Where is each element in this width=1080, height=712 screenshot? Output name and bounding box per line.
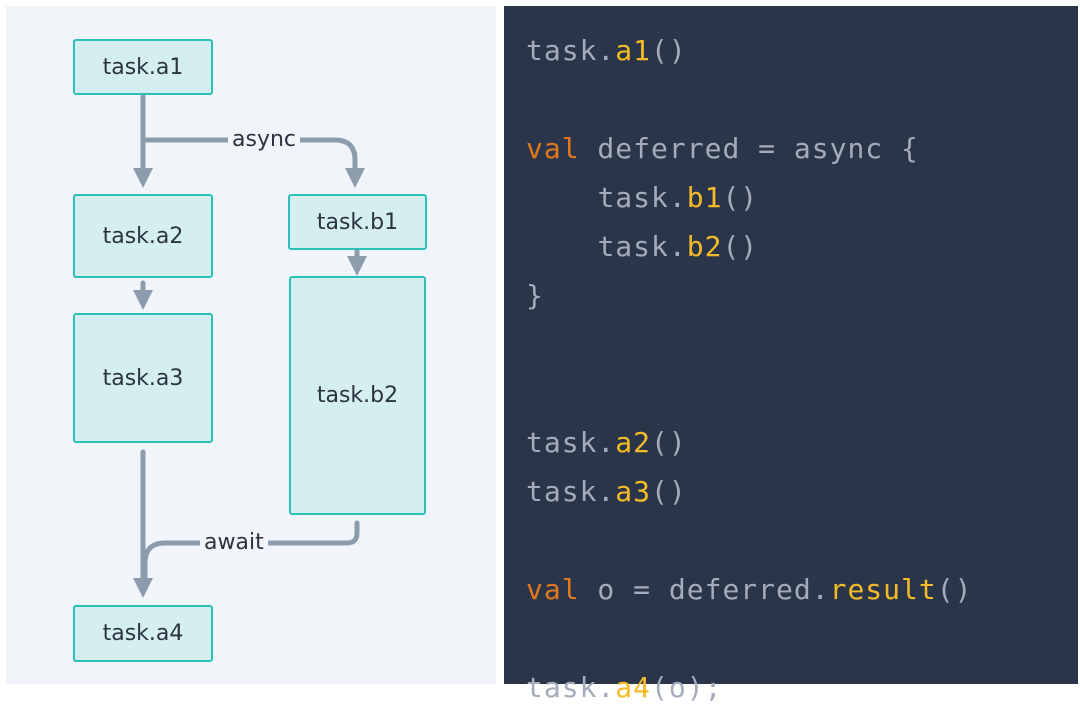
code-token: val [526,132,580,165]
task-a3-box: task.a3 [73,313,213,443]
task-a4-label: task.a4 [102,621,184,646]
arrow-async-branch [140,137,365,188]
code-line-13 [526,614,972,663]
code-token: () [651,34,687,67]
code-token: a2 [615,426,652,459]
code-line-4: task.b1() [526,173,972,222]
code-line-7 [526,320,972,369]
code-token: task. [597,230,687,263]
code-token: task. [526,426,616,459]
task-a4-box: task.a4 [73,605,213,662]
code-line-5: task.b2() [526,222,972,271]
await-label: await [200,530,268,556]
code-token: b1 [686,181,723,214]
code-token: () [722,230,759,263]
code-token: b2 [686,230,723,263]
task-a2-label: task.a2 [102,223,184,249]
code-line-8 [526,369,972,418]
code-line-2 [526,75,972,124]
code-token: a1 [615,34,652,67]
code-token: () [651,475,687,508]
code-token: } [526,279,544,312]
code-line-3: val deferred = async { [526,124,972,173]
code-token: o = deferred. [579,573,830,606]
code-block: task.a1() val deferred = async { task.b1… [526,26,972,712]
code-token: () [651,426,687,459]
code-line-11 [526,516,972,565]
task-b1-box: task.b1 [288,194,427,250]
code-token: deferred = async { [579,132,919,165]
task-b1-label: task.b1 [316,209,399,235]
code-token: result [829,573,937,606]
code-line-9: task.a2() [526,418,972,467]
code-token: task. [597,181,687,214]
code-line-1: task.a1() [526,26,972,75]
code-token [526,230,597,263]
async-label: async [228,127,301,153]
code-token: () [936,573,973,606]
code-token [526,181,597,214]
code-token: val [526,573,580,606]
task-a2-box: task.a2 [73,194,213,278]
code-line-12: val o = deferred.result() [526,565,972,614]
code-token: task. [526,34,616,67]
task-a3-label: task.a3 [102,365,184,391]
task-b2-box: task.b2 [289,276,426,515]
task-a1-box: task.a1 [73,39,213,95]
code-line-10: task.a3() [526,467,972,516]
code-line-6: } [526,271,972,320]
task-a1-label: task.a1 [102,54,184,80]
code-panel [504,6,1078,684]
task-b2-label: task.b2 [316,383,399,408]
code-token: a3 [615,475,652,508]
code-token: () [722,181,759,214]
code-token: task. [526,475,616,508]
